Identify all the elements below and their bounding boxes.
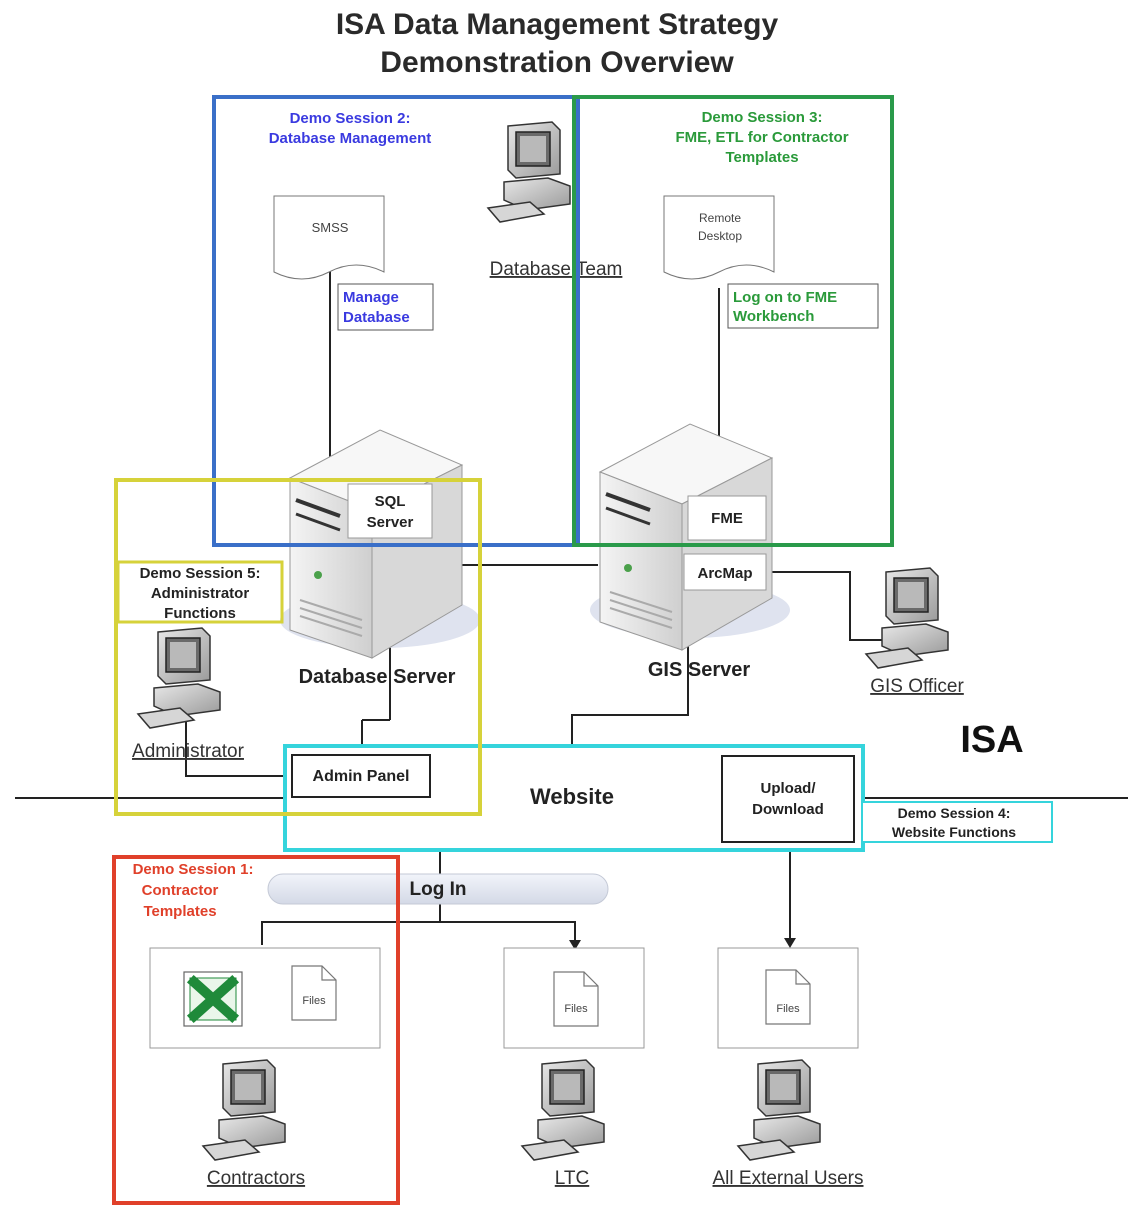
session-1-frame — [112, 855, 400, 1205]
isa-label: ISA — [960, 719, 1023, 761]
gis-officer-computer-icon — [865, 567, 949, 669]
sql-server-line1: SQL — [375, 493, 406, 510]
session-2-line2: Database Management — [269, 130, 432, 147]
external-users-label: All External Users — [713, 1168, 864, 1189]
gis-officer-label: GIS Officer — [870, 676, 964, 697]
session-1-line2: Contractor — [142, 882, 219, 899]
fme-tag — [687, 495, 767, 541]
sql-server-line2: Server — [367, 514, 414, 531]
session-5-label-box — [116, 560, 284, 624]
log-on-fme-line2: Workbench — [733, 308, 814, 325]
external-files-label: Files — [776, 1003, 800, 1015]
session-3-frame — [572, 95, 894, 547]
log-on-fme-line1: Log on to FME — [733, 289, 837, 306]
database-server-icon — [280, 429, 480, 659]
document-icon — [273, 195, 385, 280]
session-5-line3: Functions — [164, 605, 236, 622]
session-5-line2: Administrator — [151, 585, 250, 602]
upload-label-line1: Upload/ — [761, 780, 817, 797]
log-in-bar — [267, 873, 609, 905]
document-icon — [765, 969, 811, 1025]
session-5-line1: Demo Session 5: — [140, 565, 261, 582]
database-team-computer-icon — [487, 121, 571, 223]
remote-desktop-label-1: Remote — [699, 211, 741, 225]
database-team-label: Database Team — [490, 259, 623, 280]
arcmap-tag — [683, 553, 767, 591]
excel-icon — [183, 971, 243, 1027]
document-icon — [291, 965, 337, 1021]
gis-server-label: GIS Server — [648, 659, 751, 681]
contractor-files-label: Files — [302, 995, 326, 1007]
ltc-label: LTC — [555, 1168, 589, 1189]
sql-server-tag — [347, 483, 433, 539]
session-3-line2: FME, ETL for Contractor — [675, 129, 848, 146]
upload-download-box — [721, 755, 855, 843]
session-3-line3: Templates — [725, 149, 798, 166]
database-server-label: Database Server — [299, 666, 456, 688]
ltc-files-label: Files — [564, 1003, 588, 1015]
arcmap-tag-label: ArcMap — [697, 565, 752, 582]
session-4-label-box — [861, 801, 1053, 843]
session-2-frame — [212, 95, 580, 547]
session-4-line1: Demo Session 4: — [898, 805, 1011, 821]
session-1-line1: Demo Session 1: — [133, 861, 254, 878]
admin-panel-label: Admin Panel — [313, 768, 410, 785]
website-label: Website — [530, 784, 614, 809]
diagram-title-line1: ISA Data Management Strategy — [336, 8, 779, 41]
session-2-line1: Demo Session 2: — [290, 110, 411, 127]
arrow-to-ltc — [569, 940, 581, 950]
ltc-computer-icon — [521, 1059, 605, 1161]
administrator-computer-icon — [137, 627, 221, 729]
manage-database-line2: Database — [343, 309, 410, 326]
administrator-label: Administrator — [132, 741, 245, 762]
diagram-title-line2: Demonstration Overview — [380, 46, 734, 79]
session-5-frame — [114, 478, 482, 816]
session-4-line2: Website Functions — [892, 824, 1016, 840]
manage-database-callout — [337, 283, 434, 331]
contractors-label: Contractors — [207, 1168, 305, 1189]
contractors-computer-icon — [202, 1059, 286, 1161]
external-users-computer-icon — [737, 1059, 821, 1161]
admin-panel-box — [291, 754, 431, 798]
remote-desktop-label-2: Desktop — [698, 229, 742, 243]
fme-tag-label: FME — [711, 510, 743, 527]
session-1-line3: Templates — [143, 903, 216, 920]
document-icon — [553, 971, 599, 1027]
arrow-to-external — [784, 938, 796, 948]
manage-database-line1: Manage — [343, 289, 399, 306]
log-on-fme-callout — [727, 283, 879, 329]
session-3-line1: Demo Session 3: — [702, 109, 823, 126]
upload-label-line2: Download — [752, 801, 824, 818]
log-in-label: Log In — [410, 879, 467, 900]
smss-label: SMSS — [312, 220, 349, 235]
